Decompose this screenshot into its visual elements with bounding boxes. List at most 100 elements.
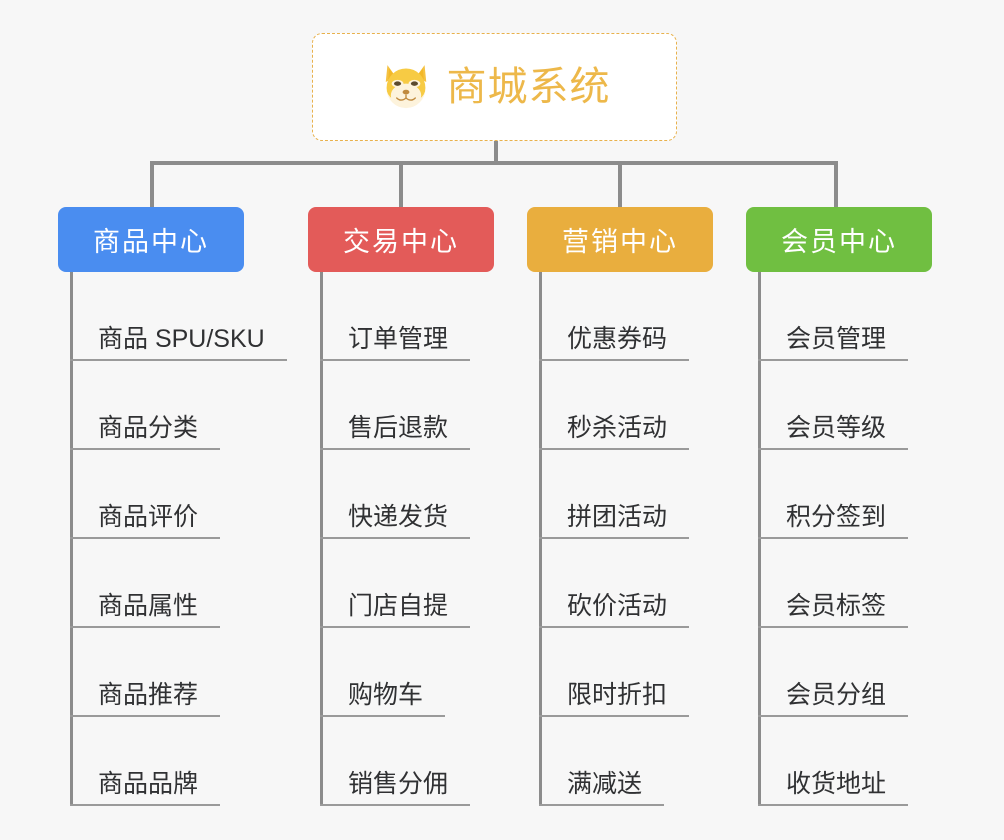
leaf-underline: 收货地址	[758, 769, 909, 806]
root-title: 商城系统	[446, 65, 611, 109]
branch-spine-member-center	[758, 272, 761, 806]
leaf-label: 门店自提	[348, 591, 449, 620]
branch-title: 商品中心	[93, 227, 209, 257]
leaf-label: 会员标签	[786, 591, 887, 620]
branch-member-center: 会员中心会员管理会员等级积分签到会员标签会员分组收货地址	[746, 207, 932, 806]
leaf-underline: 积分签到	[758, 502, 909, 539]
leaf-item[interactable]: 拼团活动	[527, 450, 713, 539]
leaf-underline: 优惠券码	[539, 324, 690, 361]
leaf-item[interactable]: 会员等级	[746, 361, 932, 450]
leaf-underline: 拼团活动	[539, 502, 690, 539]
leaf-label: 购物车	[348, 680, 424, 709]
leaf-label: 订单管理	[348, 324, 449, 353]
trunk-drop-connector-1	[150, 161, 154, 207]
branch-trade-center: 交易中心订单管理售后退款快递发货门店自提购物车销售分佣	[308, 207, 494, 806]
trunk-drop-connector-2	[399, 161, 403, 207]
trunk-horizontal-connector	[150, 161, 838, 165]
leaf-item[interactable]: 优惠券码	[527, 272, 713, 361]
leaf-label: 销售分佣	[348, 769, 449, 798]
leaf-underline: 购物车	[320, 680, 446, 717]
leaf-list-marketing-center: 优惠券码秒杀活动拼团活动砍价活动限时折扣满减送	[527, 272, 713, 806]
branch-header-trade-center[interactable]: 交易中心	[308, 207, 494, 272]
branch-header-marketing-center[interactable]: 营销中心	[527, 207, 713, 272]
branch-header-member-center[interactable]: 会员中心	[746, 207, 932, 272]
leaf-item[interactable]: 订单管理	[308, 272, 494, 361]
leaf-label: 商品品牌	[98, 769, 199, 798]
leaf-label: 会员等级	[786, 413, 887, 442]
leaf-underline: 会员标签	[758, 591, 909, 628]
branch-title: 交易中心	[343, 227, 459, 257]
leaf-item[interactable]: 商品品牌	[58, 717, 244, 806]
trunk-stem-connector	[494, 141, 498, 164]
leaf-label: 会员管理	[786, 324, 887, 353]
leaf-label: 拼团活动	[567, 502, 668, 531]
leaf-underline: 门店自提	[320, 591, 471, 628]
branch-spine-marketing-center	[539, 272, 542, 806]
leaf-label: 收货地址	[786, 769, 887, 798]
leaf-item[interactable]: 销售分佣	[308, 717, 494, 806]
leaf-label: 商品 SPU/SKU	[98, 324, 265, 353]
leaf-underline: 秒杀活动	[539, 413, 690, 450]
branch-marketing-center: 营销中心优惠券码秒杀活动拼团活动砍价活动限时折扣满减送	[527, 207, 713, 806]
leaf-underline: 会员分组	[758, 680, 909, 717]
leaf-label: 满减送	[567, 769, 643, 798]
leaf-list-trade-center: 订单管理售后退款快递发货门店自提购物车销售分佣	[308, 272, 494, 806]
leaf-item[interactable]: 砍价活动	[527, 539, 713, 628]
leaf-list-product-center: 商品 SPU/SKU 商品分类商品评价商品属性商品推荐商品品牌	[58, 272, 287, 806]
leaf-label: 商品评价	[98, 502, 199, 531]
leaf-label: 商品分类	[98, 413, 199, 442]
leaf-item[interactable]: 商品推荐	[58, 628, 244, 717]
leaf-underline: 订单管理	[320, 324, 471, 361]
leaf-underline: 会员等级	[758, 413, 909, 450]
leaf-item[interactable]: 售后退款	[308, 361, 494, 450]
leaf-label: 优惠券码	[567, 324, 668, 353]
leaf-item[interactable]: 积分签到	[746, 450, 932, 539]
shiba-inu-dog-face-icon	[385, 65, 426, 109]
branch-title: 营销中心	[562, 227, 678, 257]
leaf-underline: 商品评价	[70, 502, 221, 539]
leaf-item[interactable]: 会员标签	[746, 539, 932, 628]
leaf-underline: 满减送	[539, 769, 665, 806]
leaf-underline: 商品属性	[70, 591, 221, 628]
leaf-item[interactable]: 会员分组	[746, 628, 932, 717]
leaf-label: 秒杀活动	[567, 413, 668, 442]
root-node[interactable]: 商城系统	[312, 33, 677, 141]
leaf-label: 积分签到	[786, 502, 887, 531]
leaf-item[interactable]: 限时折扣	[527, 628, 713, 717]
trunk-drop-connector-4	[834, 161, 838, 207]
leaf-item[interactable]: 门店自提	[308, 539, 494, 628]
branch-product-center: 商品中心商品 SPU/SKU 商品分类商品评价商品属性商品推荐商品品牌	[58, 207, 287, 806]
leaf-item[interactable]: 商品 SPU/SKU	[58, 272, 287, 361]
leaf-item[interactable]: 商品分类	[58, 361, 244, 450]
leaf-item[interactable]: 会员管理	[746, 272, 932, 361]
leaf-item[interactable]: 收货地址	[746, 717, 932, 806]
branch-title: 会员中心	[781, 227, 897, 257]
leaf-underline: 商品推荐	[70, 680, 221, 717]
leaf-label: 会员分组	[786, 680, 887, 709]
leaf-item[interactable]: 购物车	[308, 628, 494, 717]
leaf-underline: 销售分佣	[320, 769, 471, 806]
leaf-item[interactable]: 商品属性	[58, 539, 244, 628]
leaf-label: 商品属性	[98, 591, 199, 620]
leaf-label: 售后退款	[348, 413, 449, 442]
branch-spine-product-center	[70, 272, 73, 806]
leaf-list-member-center: 会员管理会员等级积分签到会员标签会员分组收货地址	[746, 272, 932, 806]
leaf-underline: 限时折扣	[539, 680, 690, 717]
leaf-label: 砍价活动	[567, 591, 668, 620]
leaf-underline: 砍价活动	[539, 591, 690, 628]
leaf-label: 限时折扣	[567, 680, 668, 709]
leaf-item[interactable]: 秒杀活动	[527, 361, 713, 450]
leaf-underline: 商品分类	[70, 413, 221, 450]
leaf-underline: 会员管理	[758, 324, 909, 361]
leaf-underline: 售后退款	[320, 413, 471, 450]
leaf-underline: 商品 SPU/SKU	[70, 324, 287, 361]
leaf-underline: 商品品牌	[70, 769, 221, 806]
leaf-label: 商品推荐	[98, 680, 199, 709]
leaf-item[interactable]: 满减送	[527, 717, 713, 806]
trunk-drop-connector-3	[618, 161, 622, 207]
branch-header-product-center[interactable]: 商品中心	[58, 207, 244, 272]
leaf-item[interactable]: 快递发货	[308, 450, 494, 539]
branch-spine-trade-center	[320, 272, 323, 806]
leaf-item[interactable]: 商品评价	[58, 450, 244, 539]
